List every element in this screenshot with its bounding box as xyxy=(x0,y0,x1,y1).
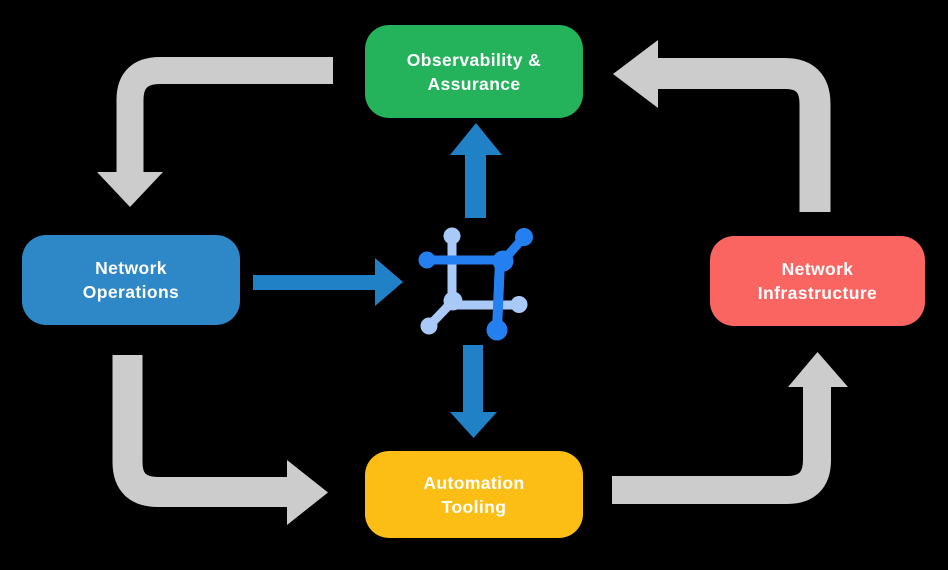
node-label-line: Tooling xyxy=(441,496,507,517)
node-label-line: Network xyxy=(95,258,167,278)
node-label-line: Automation xyxy=(423,472,525,493)
arrow-automation-to-infrastructure xyxy=(612,352,848,504)
node-label-line: Assurance xyxy=(427,73,521,94)
node-label-line: Observability & xyxy=(406,49,542,70)
network-mesh-icon xyxy=(418,227,533,341)
arrow-center-to-observability xyxy=(450,123,502,218)
node-network-operations: Network Operations xyxy=(22,235,240,325)
arrow-operations-to-center xyxy=(253,258,403,306)
node-observability-assurance: Observability & Assurance xyxy=(365,25,583,118)
node-network-infrastructure: Network Infrastructure xyxy=(710,236,925,326)
node-label-line: Network xyxy=(781,259,854,279)
node-automation-tooling: Automation Tooling xyxy=(365,451,583,538)
arrow-center-to-automation xyxy=(450,345,497,438)
node-label-line: Operations xyxy=(82,282,180,302)
arrow-infrastructure-to-observability xyxy=(613,40,831,212)
node-label-line: Infrastructure xyxy=(757,283,878,303)
arrow-operations-to-automation xyxy=(112,355,328,525)
arrow-observability-to-operations xyxy=(97,57,333,207)
